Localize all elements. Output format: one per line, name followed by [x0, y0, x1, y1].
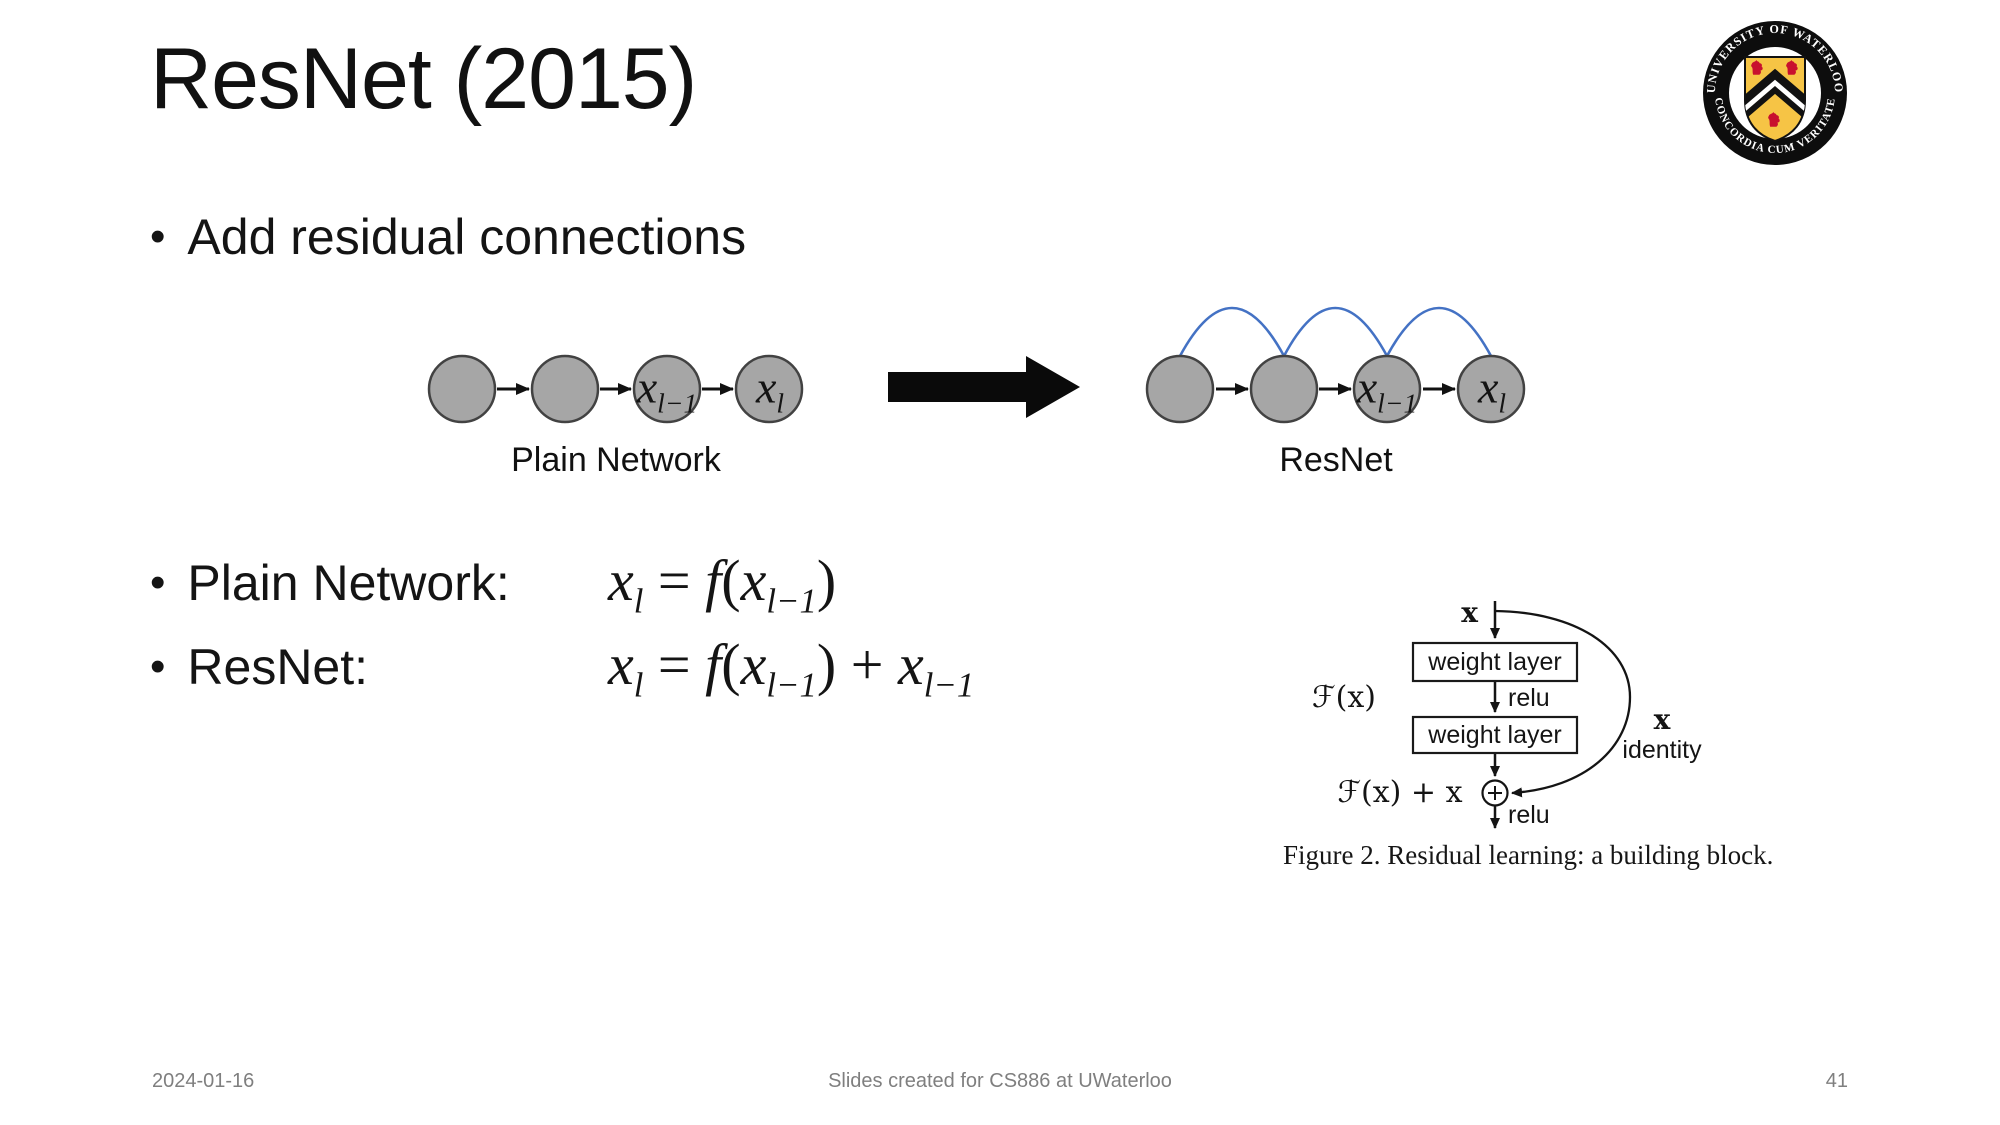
plain-node-4	[734, 354, 804, 424]
resnet-node-2	[1249, 354, 1319, 424]
identity-skip-curve	[1494, 609, 1632, 798]
plain-node-3	[632, 354, 702, 424]
plus-glyph	[1488, 786, 1502, 800]
bullet-text: Add residual connections	[187, 209, 747, 265]
relu-out-label: relu	[1508, 801, 1550, 829]
resnet-node-1	[1145, 354, 1215, 424]
footer-center: Slides created for CS886 at UWaterloo	[828, 1070, 1172, 1092]
footer-date: 2024-01-16	[152, 1070, 255, 1092]
resnet-caption: ResNet	[1279, 441, 1393, 479]
resnet-formula: xl = f(xl−1) + xl−1	[608, 632, 975, 705]
weight-layer-1-label: weight layer	[1427, 648, 1561, 676]
identity-x-label: x	[1654, 703, 1671, 736]
weight-layer-2-label: weight layer	[1427, 721, 1561, 749]
bullet-glyph: •	[150, 212, 166, 261]
big-right-arrow-icon	[888, 356, 1080, 418]
resnet-node-3	[1352, 354, 1422, 424]
plain-network-diagram	[427, 354, 804, 424]
resnet-label: ResNet:	[187, 639, 369, 695]
weight-layer-box-2	[1411, 715, 1579, 755]
plain-node-label-xl: xl	[755, 361, 785, 419]
bullet-glyph: •	[150, 642, 166, 691]
bullet-resnet: • ResNet:	[150, 638, 368, 696]
resnet-node-label-xl: xl	[1477, 361, 1507, 419]
slide-title: ResNet (2015)	[150, 31, 697, 127]
skip-connection-arc	[1178, 306, 1286, 357]
footer-page-number: 41	[1825, 1070, 1848, 1092]
figure-caption: Figure 2. Residual learning: a building …	[1283, 840, 1774, 870]
plain-node-2	[530, 354, 600, 424]
relu-mid-label: relu	[1508, 684, 1550, 712]
plain-node-label-xl1: xl−1	[636, 361, 698, 419]
resnet-node-label-xl1: xl−1	[1356, 361, 1418, 419]
plain-network-formula: xl = f(xl−1)	[608, 548, 837, 621]
skip-connection-arc	[1385, 306, 1493, 357]
weight-layer-box-1	[1411, 641, 1579, 683]
plain-network-label: Plain Network:	[187, 555, 510, 611]
resnet-diagram	[1145, 306, 1526, 424]
bullet-add-residual: • Add residual connections	[150, 208, 746, 266]
bullet-glyph: •	[150, 558, 166, 607]
residual-block-figure: x weight layer relu weight layer relu ℱ(…	[1312, 596, 1702, 829]
shield-chevron	[1745, 68, 1805, 123]
uwaterloo-logo: UNIVERSITY OF WATERLOO CONCORDIA CUM VER…	[1703, 21, 1847, 165]
bullet-plain-network: • Plain Network:	[150, 554, 510, 612]
sum-fx-plus-x-label: ℱ(x) + x	[1337, 775, 1462, 810]
skip-connection-arc	[1282, 306, 1389, 357]
resnet-node-4	[1456, 354, 1526, 424]
residual-fx-label: ℱ(x)	[1312, 680, 1376, 715]
plain-node-1	[427, 354, 497, 424]
identity-label: identity	[1622, 736, 1702, 764]
plain-network-caption: Plain Network	[511, 441, 721, 479]
figure-input-x: x	[1461, 596, 1478, 629]
